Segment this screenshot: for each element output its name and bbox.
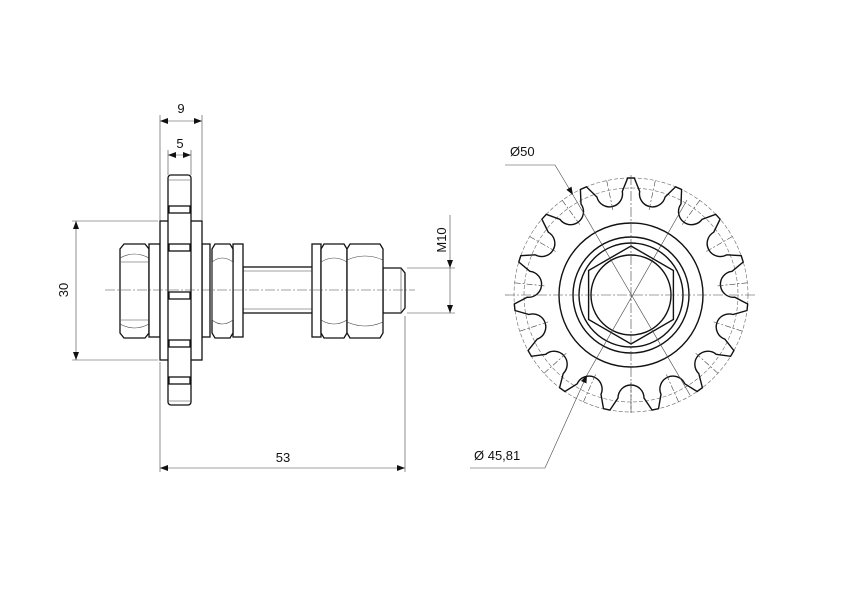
bolt-head: [119, 243, 150, 339]
front-view: Ø50 Ø 45,81: [470, 144, 757, 469]
seat-centerline: [695, 352, 720, 375]
dim-thread: M10: [434, 227, 449, 252]
tooth-radial-centerlines: [512, 178, 750, 414]
seat-centerline: [717, 282, 750, 287]
sprocket-profile: [513, 177, 749, 411]
seat-centerline: [666, 374, 680, 404]
washer: [148, 243, 161, 338]
seat-centerline: [560, 198, 581, 225]
seat-centerline: [542, 352, 567, 375]
washer: [232, 243, 244, 338]
seat-centerline: [582, 374, 596, 404]
seat-centerline: [512, 282, 545, 287]
seat-centerline: [517, 321, 549, 333]
seat-centerline: [648, 178, 657, 210]
dim-overall-width: 9: [177, 101, 184, 116]
washer: [201, 243, 211, 338]
sprocket-tooth-segments: [168, 179, 191, 402]
nut: [320, 243, 348, 339]
seat-centerline: [681, 198, 702, 225]
dim-flange-height: 30: [56, 283, 71, 297]
side-view: 9 5 30 M10 53: [56, 101, 455, 472]
washer: [311, 243, 322, 338]
nut: [211, 243, 234, 339]
lock-nut: [346, 243, 384, 339]
leader-outer-diameter: [505, 164, 574, 196]
seat-centerline: [713, 321, 745, 333]
threaded-end: [382, 267, 406, 314]
dim-sprocket-width: 5: [176, 136, 183, 151]
dim-outer-diameter: Ø50: [510, 144, 535, 159]
seat-centerline: [527, 235, 556, 252]
dim-pitch-diameter: Ø 45,81: [474, 448, 520, 463]
seat-centerline: [605, 178, 614, 210]
dim-length: 53: [276, 450, 290, 465]
seat-centerline: [706, 235, 735, 252]
leader-pitch-diameter: [470, 374, 588, 469]
